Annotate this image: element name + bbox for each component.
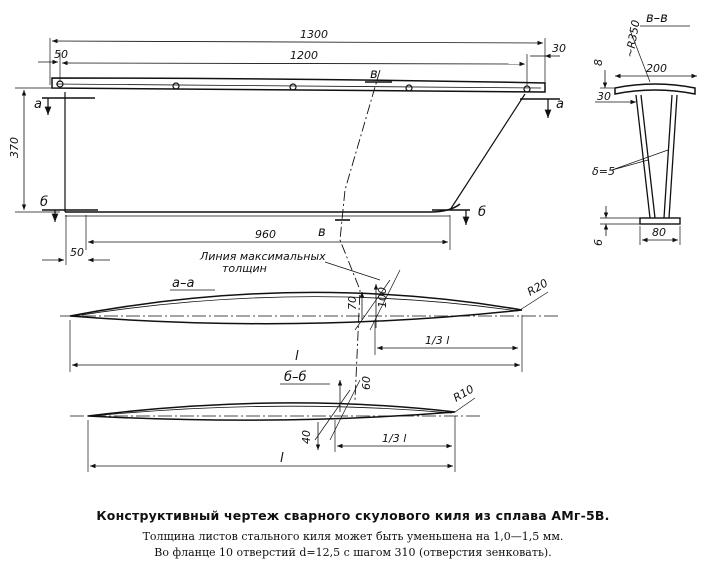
dim-bb-third: 1/3 l xyxy=(382,432,406,445)
flange-hole xyxy=(172,82,180,90)
section-vv-title: в–в xyxy=(646,11,668,26)
dim-1200: 1200 xyxy=(290,49,318,62)
dim-960: 960 xyxy=(255,228,276,241)
dim-vv-8: 8 xyxy=(592,59,605,66)
vv-top-flange xyxy=(614,83,696,95)
section-aa xyxy=(60,269,560,372)
section-bb xyxy=(70,379,480,472)
dim-50-top: 50 xyxy=(54,48,68,61)
dim-370: 370 xyxy=(8,137,21,158)
top-flange xyxy=(51,77,546,93)
mark-v-bottom: в xyxy=(318,225,326,240)
dim-bb-r10: R10 xyxy=(451,383,476,405)
dim-aa-100: 100 xyxy=(376,287,389,308)
dim-bb-l: l xyxy=(280,451,284,466)
vv-right-web xyxy=(663,94,678,219)
dim-vv-wall: δ=5 xyxy=(592,165,615,178)
dim-aa-l: l xyxy=(295,349,299,364)
mark-a-right: а xyxy=(556,97,564,112)
aa-profile xyxy=(69,291,523,325)
drawing-title: Конструктивный чертеж сварного скулового… xyxy=(96,508,610,523)
section-vv xyxy=(595,25,697,245)
keel-drawing: 1300 1200 50 30 370 960 50 а а б б в в Л… xyxy=(8,11,697,472)
dim-vv-r350: ~R350 xyxy=(623,19,642,59)
flange-hole xyxy=(523,85,531,93)
dim-aa-r20: R20 xyxy=(525,277,550,299)
dim-vv-6: 6 xyxy=(592,239,605,246)
dim-bb-40: 40 xyxy=(300,430,313,444)
vv-bottom-flange xyxy=(639,217,681,225)
mark-b-left: б xyxy=(40,195,48,210)
note-flange-holes: Во фланце 10 отверстий d=12,5 с шагом 31… xyxy=(154,546,552,559)
dim-vv-30: 30 xyxy=(597,90,611,103)
flange-hole xyxy=(405,84,413,92)
side-view xyxy=(15,38,560,401)
dim-50-bottom: 50 xyxy=(70,246,84,259)
note-sheet-thickness: Толщина листов стального киля может быть… xyxy=(142,530,564,543)
section-bb-title: б–б xyxy=(284,370,307,385)
dim-bb-60: 60 xyxy=(360,376,373,390)
section-aa-title: а–а xyxy=(172,276,194,291)
vv-left-web xyxy=(635,94,656,219)
dim-vv-80: 80 xyxy=(652,226,666,239)
dim-aa-third: 1/3 l xyxy=(425,334,449,347)
flange-hole xyxy=(289,83,297,91)
bottom-edge xyxy=(65,203,461,213)
dim-30-top: 30 xyxy=(552,42,566,55)
max-thickness-label-2: толщин xyxy=(222,262,267,275)
max-thickness-line xyxy=(339,69,381,401)
mark-a-left: а xyxy=(34,97,42,112)
dim-vv-200: 200 xyxy=(646,62,667,75)
dim-1300: 1300 xyxy=(300,28,328,41)
dim-aa-70: 70 xyxy=(346,296,359,310)
mark-v-top: в xyxy=(370,67,378,82)
max-thickness-label: Линия максимальных xyxy=(199,250,326,263)
mark-b-right: б xyxy=(478,205,486,220)
